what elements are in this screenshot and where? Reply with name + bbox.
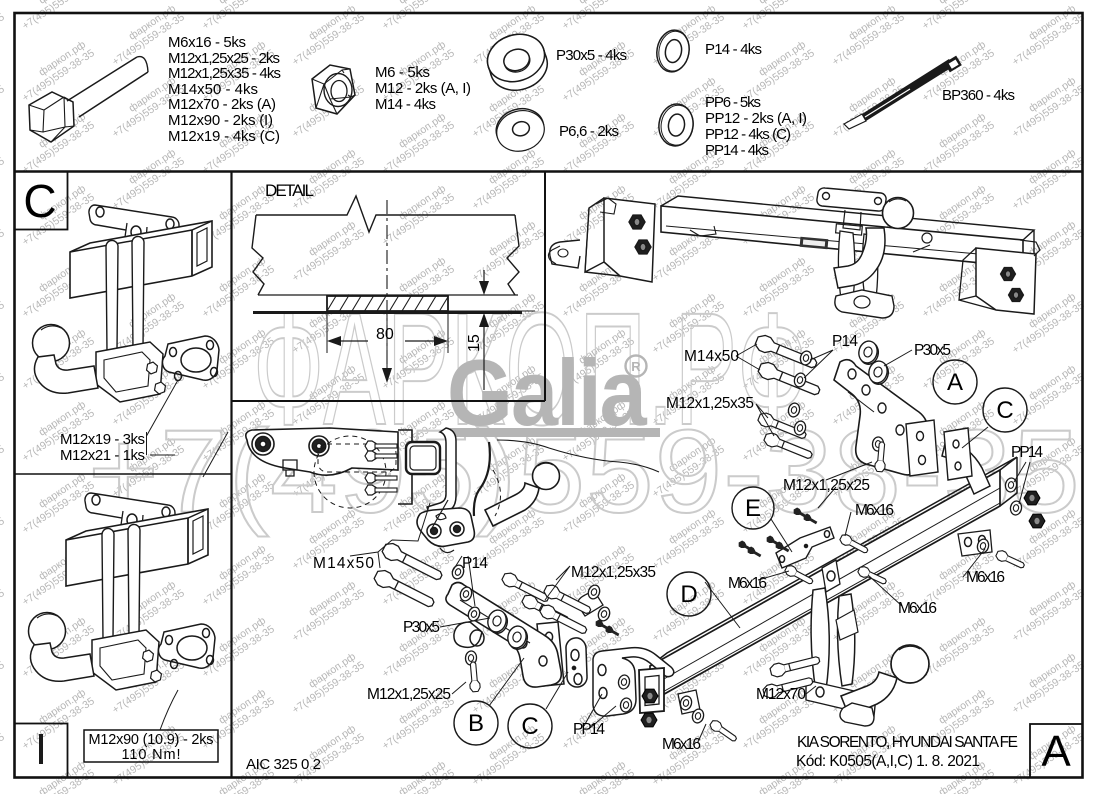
- svg-text:M6x16: M6x16: [662, 736, 701, 753]
- svg-text:P14: P14: [462, 555, 488, 572]
- svg-text:Kód: K0505(A,I,C) 1. 8. 2021: Kód: K0505(A,I,C) 1. 8. 2021: [796, 753, 980, 770]
- svg-text:M12x1,25x35: M12x1,25x35: [666, 395, 754, 412]
- svg-text:P30x5 - 4ks: P30x5 - 4ks: [556, 47, 627, 64]
- svg-text:D: D: [680, 581, 697, 608]
- svg-text:P14: P14: [832, 333, 858, 350]
- svg-text:PP14: PP14: [573, 721, 605, 738]
- svg-text:M14x50 - 4ks: M14x50 - 4ks: [168, 81, 258, 98]
- svg-text:P30x5: P30x5: [914, 342, 951, 359]
- svg-text:M6x16: M6x16: [898, 600, 937, 617]
- svg-text:M14x50: M14x50: [313, 555, 374, 572]
- svg-text:M6x16 - 5ks: M6x16 - 5ks: [168, 34, 246, 51]
- svg-text:M12x90 (10.9) - 2ks: M12x90 (10.9) - 2ks: [89, 732, 214, 748]
- svg-text:PP12 - 4ks (C): PP12 - 4ks (C): [705, 126, 791, 143]
- svg-text:M14 - 4ks: M14 - 4ks: [375, 96, 436, 113]
- svg-text:M12x1,25x25 - 2ks: M12x1,25x25 - 2ks: [168, 50, 280, 67]
- svg-text:R: R: [631, 359, 641, 374]
- svg-text:M12x90 - 2ks (I): M12x90 - 2ks (I): [168, 112, 273, 129]
- svg-text:DETAIL: DETAIL: [265, 181, 314, 200]
- svg-text:110 Nm!: 110 Nm!: [122, 747, 181, 763]
- svg-text:M12x1,25x25: M12x1,25x25: [783, 477, 870, 494]
- svg-text:M12x19 - 3ks: M12x19 - 3ks: [60, 431, 145, 448]
- svg-text:M12x1,25x25: M12x1,25x25: [367, 686, 451, 703]
- svg-text:M6 - 5ks: M6 - 5ks: [375, 64, 430, 81]
- svg-text:C: C: [521, 713, 538, 740]
- svg-text:M14x50: M14x50: [684, 348, 739, 365]
- svg-text:M12x70: M12x70: [756, 686, 806, 703]
- svg-text:15: 15: [466, 334, 483, 352]
- svg-text:A: A: [1041, 727, 1071, 776]
- svg-text:M6x16: M6x16: [855, 502, 894, 519]
- svg-text:E: E: [745, 495, 761, 522]
- svg-text:M12x1,25x35: M12x1,25x35: [571, 564, 656, 581]
- svg-text:P30x5: P30x5: [403, 619, 440, 636]
- svg-text:PP6 - 5ks: PP6 - 5ks: [705, 94, 761, 111]
- svg-text:M12x1,25x35 - 4ks: M12x1,25x35 - 4ks: [168, 65, 281, 82]
- svg-text:80: 80: [376, 326, 394, 343]
- svg-text:M12x21 - 1ks: M12x21 - 1ks: [60, 447, 145, 464]
- svg-text:P14 - 4ks: P14 - 4ks: [705, 41, 762, 58]
- svg-text:M6x16: M6x16: [966, 569, 1005, 586]
- svg-text:PP14 - 4ks: PP14 - 4ks: [705, 142, 769, 159]
- svg-text:PP12 - 2ks (A, I): PP12 - 2ks (A, I): [705, 110, 807, 127]
- svg-text:A: A: [947, 369, 963, 396]
- svg-text:C: C: [996, 397, 1013, 424]
- svg-text:M12x70 - 2ks (A): M12x70 - 2ks (A): [168, 96, 276, 113]
- svg-text:C: C: [23, 175, 56, 227]
- svg-text:PP14: PP14: [1011, 444, 1043, 461]
- svg-text:B: B: [468, 710, 484, 737]
- svg-text:M12 - 2ks (A, I): M12 - 2ks (A, I): [375, 80, 471, 97]
- svg-text:P6,6 - 2ks: P6,6 - 2ks: [559, 123, 619, 140]
- svg-text:AIC 325 0 2: AIC 325 0 2: [246, 756, 321, 773]
- svg-text:M12x19 - 4ks (C): M12x19 - 4ks (C): [168, 128, 280, 145]
- svg-text:M6x16: M6x16: [728, 575, 767, 592]
- svg-text:BP360 - 4ks: BP360 - 4ks: [942, 87, 1015, 104]
- svg-text:KIA SORENTO, HYUNDAI SANTA FE: KIA SORENTO, HYUNDAI SANTA FE: [797, 734, 1018, 751]
- svg-text:Galia: Galia: [447, 340, 648, 445]
